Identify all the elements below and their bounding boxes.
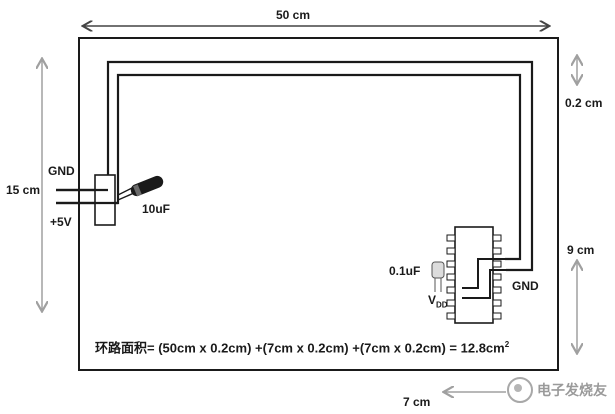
power-trace-inner	[56, 73, 522, 261]
label-vdd: VDD	[428, 294, 448, 309]
watermark-logo-icon	[507, 377, 533, 403]
label-vdd-main: V	[428, 293, 437, 307]
label-9cm: 9 cm	[567, 243, 595, 257]
power-connector	[94, 174, 116, 226]
label-01uf: 0.1uF	[389, 264, 421, 278]
label-vdd-sub: DD	[436, 300, 448, 310]
label-10uf: 10uF	[142, 202, 171, 216]
label-50cm: 50 cm	[276, 8, 311, 22]
ic-gnd-trace	[462, 269, 506, 299]
loop-area-formula-sup: 2	[504, 340, 510, 349]
watermark: 电子发烧友	[507, 377, 607, 403]
label-gnd-right: GND	[512, 279, 539, 293]
label-02cm: 0.2 cm	[565, 96, 603, 110]
capacitor-10uf-icon	[117, 175, 164, 201]
loop-area-formula-text: 环路面积= (50cm x 0.2cm) +(7cm x 0.2cm) +(7c…	[95, 340, 505, 356]
ic-vdd-trace	[462, 258, 505, 289]
label-7cm: 7 cm	[403, 395, 431, 409]
loop-area-formula: 环路面积= (50cm x 0.2cm) +(7cm x 0.2cm) +(7c…	[95, 340, 510, 356]
ic-chip-icon	[446, 226, 502, 324]
capacitor-01uf-icon	[431, 261, 445, 292]
label-15cm: 15 cm	[6, 183, 41, 197]
watermark-text: 电子发烧友	[537, 383, 607, 399]
label-gnd-left: GND	[48, 164, 75, 178]
label-plus5v: +5V	[50, 215, 72, 229]
